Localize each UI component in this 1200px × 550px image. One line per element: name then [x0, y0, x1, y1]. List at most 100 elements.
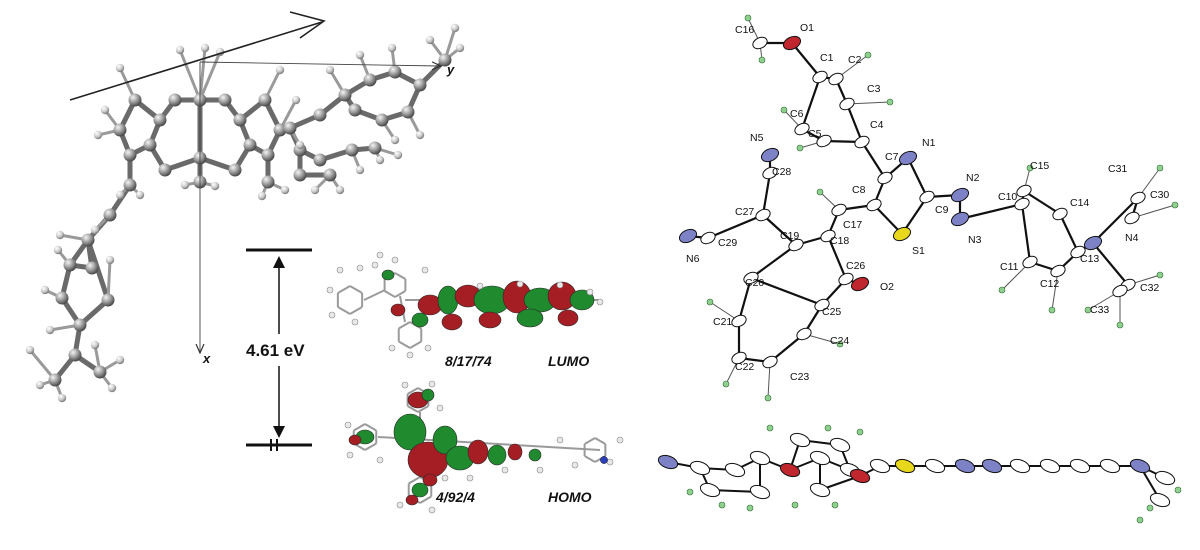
orbital-lobe [422, 473, 438, 487]
ortep-atom-ellipsoid [752, 36, 768, 50]
side-atom-ellipsoid [779, 462, 801, 478]
atom-label: C20 [745, 277, 764, 289]
orbital-h-atom [376, 251, 384, 259]
energy-level-diagram: 4.61 eV [246, 248, 312, 451]
atom-label: N4 [1125, 232, 1139, 244]
hydrogen-atom [135, 190, 145, 200]
orbital-lobe [441, 313, 463, 331]
side-atom-ellipsoid [924, 458, 946, 474]
orbital-frame-bond [407, 387, 419, 395]
ortep-bond [1091, 241, 1130, 287]
side-h-atom [718, 501, 726, 509]
ortep-atom-ellipsoid [950, 187, 970, 203]
ortep-atom-ellipsoid [1083, 235, 1103, 251]
carbon-atom [68, 348, 82, 362]
side-h-atom [766, 424, 774, 432]
ortep-bond [1020, 202, 1032, 264]
orbital-h-atom [466, 474, 474, 482]
lumo-orbital-image: 8/17/74 LUMO [326, 251, 604, 369]
carbon-atom [218, 93, 232, 107]
atom-label: N1 [922, 137, 936, 149]
atom-label: C11 [1000, 261, 1019, 273]
orbital-h-atom [571, 461, 579, 469]
ortep-atom-ellipsoid [919, 190, 935, 204]
atom-label: C31 [1108, 163, 1127, 175]
ortep-h-atom [796, 144, 804, 152]
ortep-bond [958, 202, 1024, 221]
side-atom-ellipsoid [689, 460, 711, 476]
carbon-atom [261, 175, 275, 189]
ortep-bond [1058, 212, 1080, 254]
atom-label: C4 [870, 119, 884, 131]
side-atom-ellipsoid [1039, 458, 1061, 474]
ortep-bond [761, 213, 798, 247]
ortep-atom-ellipsoid [762, 355, 778, 369]
orbital-frame-bond [394, 272, 406, 280]
ortep-h-atom [706, 298, 714, 306]
ortep-bond [860, 140, 887, 180]
hydrogen-atom [93, 130, 103, 140]
ortep-atom-ellipsoid [828, 72, 844, 86]
orbital-h-atom [424, 344, 432, 352]
carbon-atom [73, 318, 87, 332]
ortep-atom-ellipsoid [898, 150, 918, 166]
atom-label: C10 [998, 191, 1017, 203]
atom-label: C22 [735, 361, 754, 373]
hydrogen-atom [100, 105, 110, 115]
side-h-atom [856, 428, 864, 436]
orbital-h-atom [328, 311, 336, 319]
ortep-atom-ellipsoid [877, 171, 893, 185]
ortep-atom-ellipsoid [700, 231, 716, 245]
orbital-lobe [405, 494, 419, 506]
atom-label: C29 [718, 237, 737, 249]
hydrogen-atom [105, 255, 115, 265]
orbital-h-atom [606, 458, 614, 466]
atom-label: C3 [867, 83, 881, 95]
atom-label: C13 [1080, 253, 1099, 265]
orbital-frame-bond [417, 405, 429, 413]
orbital-frame-bond [363, 289, 386, 301]
hydrogen-atom [40, 285, 50, 295]
ball-and-stick-molecule [25, 23, 465, 403]
molecule-h-bond [28, 348, 57, 382]
orbital-frame-bond [364, 442, 377, 451]
orbital-h-atom [516, 280, 524, 288]
orbital-frame-bond [384, 290, 396, 298]
orbital-lobe [487, 444, 507, 466]
orbital-frame-bond [394, 290, 406, 298]
orbital-h-atom [441, 474, 449, 482]
hydrogen-atom [295, 140, 305, 150]
atom-label: C26 [846, 260, 865, 272]
ortep-h-atom [764, 394, 772, 402]
carbon-atom [233, 113, 247, 127]
ortep-atom-ellipsoid [812, 70, 828, 84]
orbital-lobe [348, 434, 362, 446]
atom-label: C6 [790, 108, 804, 120]
hydrogen-atom [387, 43, 397, 53]
ortep-h-atom [836, 340, 844, 348]
atom-label: N6 [686, 253, 700, 265]
orbital-h-atom [428, 380, 436, 388]
hydrogen-atom [450, 23, 460, 33]
carbon-atom [293, 168, 307, 182]
ortep-atom-ellipsoid [1014, 197, 1030, 211]
ortep-h-atom [722, 380, 730, 388]
orbital-lobe [467, 439, 489, 465]
carbon-atom [228, 163, 242, 177]
orbital-lobe [411, 312, 429, 328]
ortep-bond [790, 41, 822, 79]
side-atom-ellipsoid [789, 432, 811, 448]
ortep-bond [706, 213, 765, 240]
side-atom-ellipsoid [954, 458, 976, 474]
ortep-atom-ellipsoid [1130, 191, 1146, 205]
ortep-h-atom [1048, 306, 1056, 314]
hydrogen-atom [55, 230, 65, 240]
orbital-h-atom [346, 451, 354, 459]
side-atom-ellipsoid [749, 450, 771, 466]
orbital-lobe [381, 269, 395, 281]
carbon-atom [388, 65, 402, 79]
atom-label: S1 [912, 245, 925, 257]
ortep-bond [737, 276, 753, 323]
